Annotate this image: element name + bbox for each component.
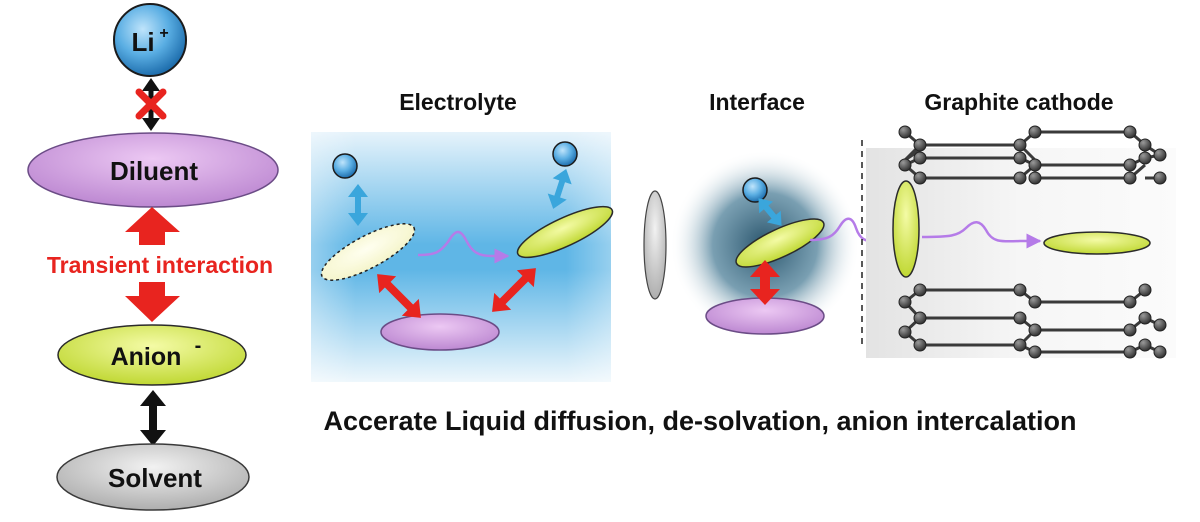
interface-solvent-molecule [643,190,667,300]
red-double-arrow-left [377,274,421,318]
graphite-entering-anion [892,180,920,278]
solvent-label: Solvent [108,463,202,493]
caption: Accerate Liquid diffusion, de-solvation,… [323,406,1076,436]
anion-molecule [57,324,247,386]
electrolyte-anion [516,205,614,259]
electrolyte-pale-anion [320,223,416,281]
graphite-title: Graphite cathode [924,89,1113,115]
legend: Li + Diluent Transient interaction Anion… [27,3,279,511]
interface-li-ion [742,177,768,203]
interface-panel [670,150,892,340]
li-label: Li [131,27,154,57]
transient-arrow-down [125,282,180,322]
electrolyte-panel [311,132,614,382]
electrolyte-diffusion-path [417,230,510,264]
electrolyte-li-ion-left [332,153,358,179]
blue-double-arrow-right [547,168,572,209]
anion-label: Anion [111,343,182,371]
li-ion [113,3,187,77]
red-double-arrow-right [492,268,536,312]
interface-blue-arrow [758,198,782,226]
electrolyte-title: Electrolyte [399,89,517,115]
interface-anion [735,218,825,268]
solvent-molecule [56,443,250,511]
anion-solvent-arrow [140,390,166,446]
intercalated-anion [1043,231,1151,255]
anion-charge: - [195,335,202,357]
blue-double-arrow-left [348,184,368,226]
diluent-label: Diluent [110,156,198,186]
graphite-atoms-bottom [898,283,1167,359]
diluent-molecule [27,132,279,208]
electrolyte-diluent [380,313,500,351]
electrolyte-li-ion-right [552,141,578,167]
interface-red-arrow [750,260,780,305]
graphite-panel [866,125,1176,359]
transient-arrow-up [125,207,180,245]
intercalation-path [921,221,1042,249]
interface-title: Interface [709,89,805,115]
graphite-atoms-top [898,125,1167,185]
transient-interaction-label: Transient interaction [47,252,273,278]
cross-icon [135,88,167,120]
li-charge: + [159,25,168,42]
